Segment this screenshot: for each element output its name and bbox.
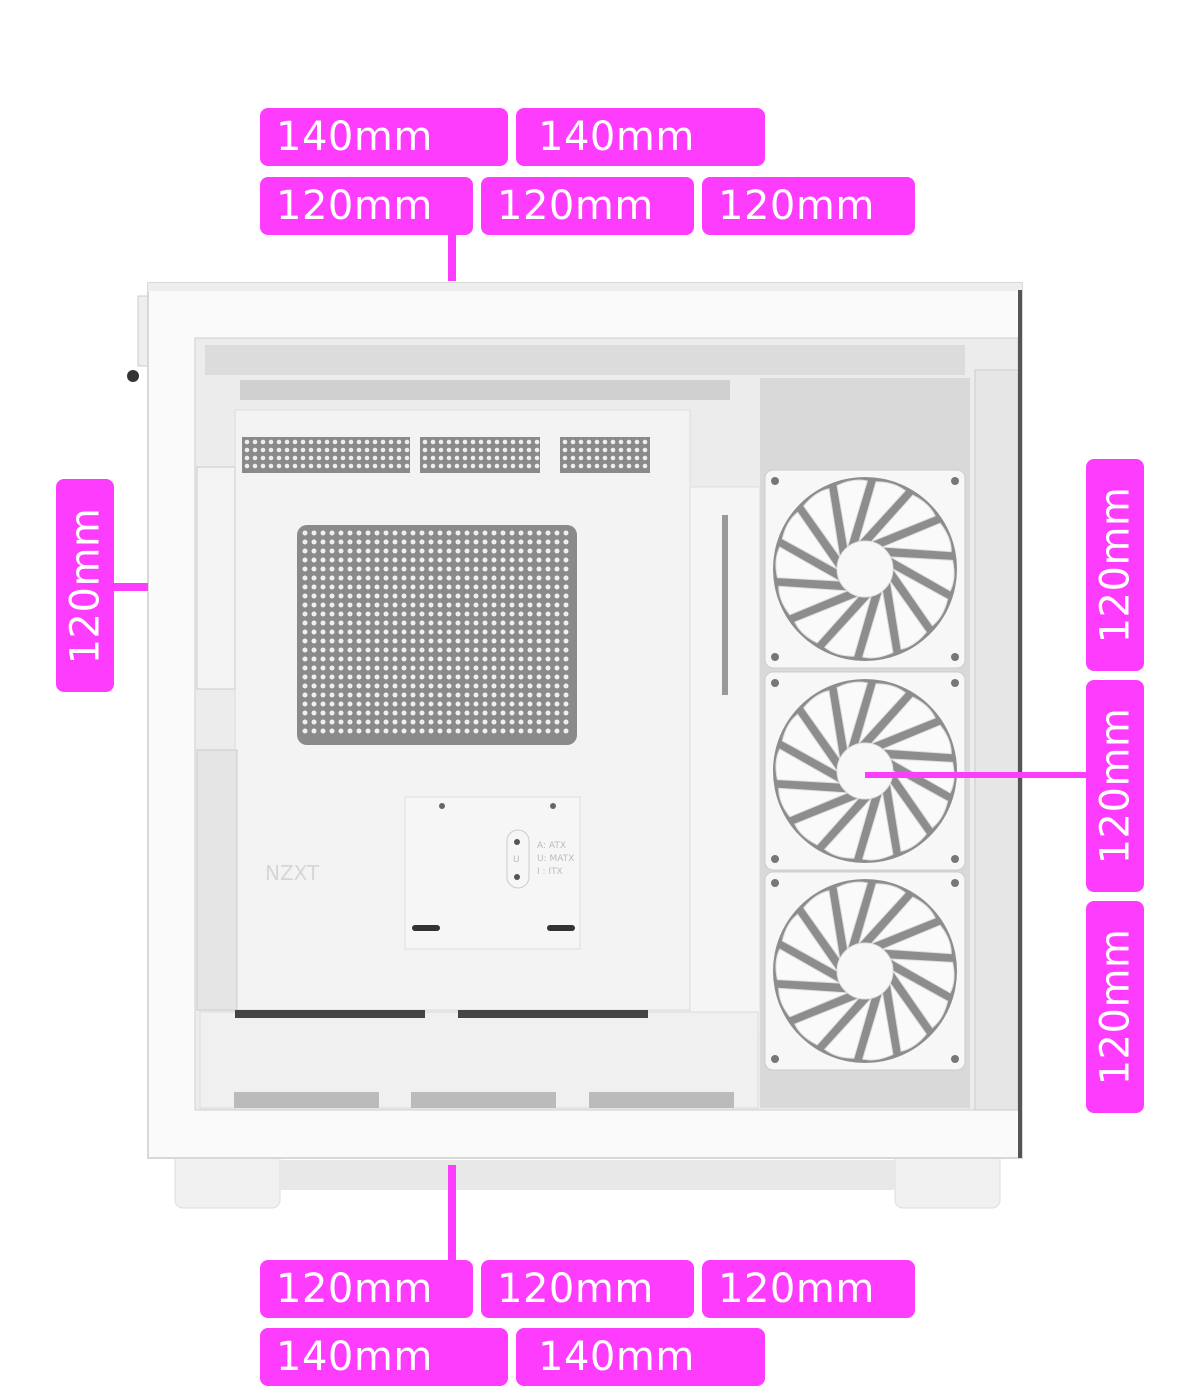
bottom-140mm-mount-2: 140mm	[516, 1328, 765, 1386]
top-120mm-mount-1: 120mm	[260, 177, 473, 235]
bottom-120mm-mount-2: 120mm	[481, 1260, 694, 1318]
tray-text-matx: U: MATX	[537, 854, 574, 864]
side-fan	[764, 469, 966, 669]
rear-connector-line	[114, 583, 148, 591]
rear-fan	[196, 466, 236, 690]
tray-text-itx: I : ITX	[537, 867, 563, 877]
side-connector-line	[865, 772, 1086, 778]
bottom-120mm-mount-3: 120mm	[702, 1260, 915, 1318]
side-120mm-mount-1: 120mm	[1086, 459, 1144, 671]
bottom-140mm-mount-1: 140mm	[260, 1328, 508, 1386]
standoff-letter: U	[513, 855, 520, 865]
tray-text-atx: A: ATX	[537, 841, 566, 851]
side-120mm-mount-2: 120mm	[1086, 680, 1144, 892]
brand-logo: NZXT	[265, 861, 320, 885]
top-120mm-mount-3: 120mm	[702, 177, 915, 235]
top-connector-line	[448, 235, 456, 281]
bottom-120mm-mount-1: 120mm	[260, 1260, 473, 1318]
rear-120mm-mount: 120mm	[56, 479, 114, 692]
top-140mm-mount-2: 140mm	[516, 108, 765, 166]
bottom-connector-line	[448, 1165, 456, 1260]
side-fan	[764, 871, 966, 1071]
top-140mm-mount-1: 140mm	[260, 108, 508, 166]
side-fan	[764, 671, 966, 871]
top-120mm-mount-2: 120mm	[481, 177, 694, 235]
side-120mm-mount-3: 120mm	[1086, 901, 1144, 1113]
